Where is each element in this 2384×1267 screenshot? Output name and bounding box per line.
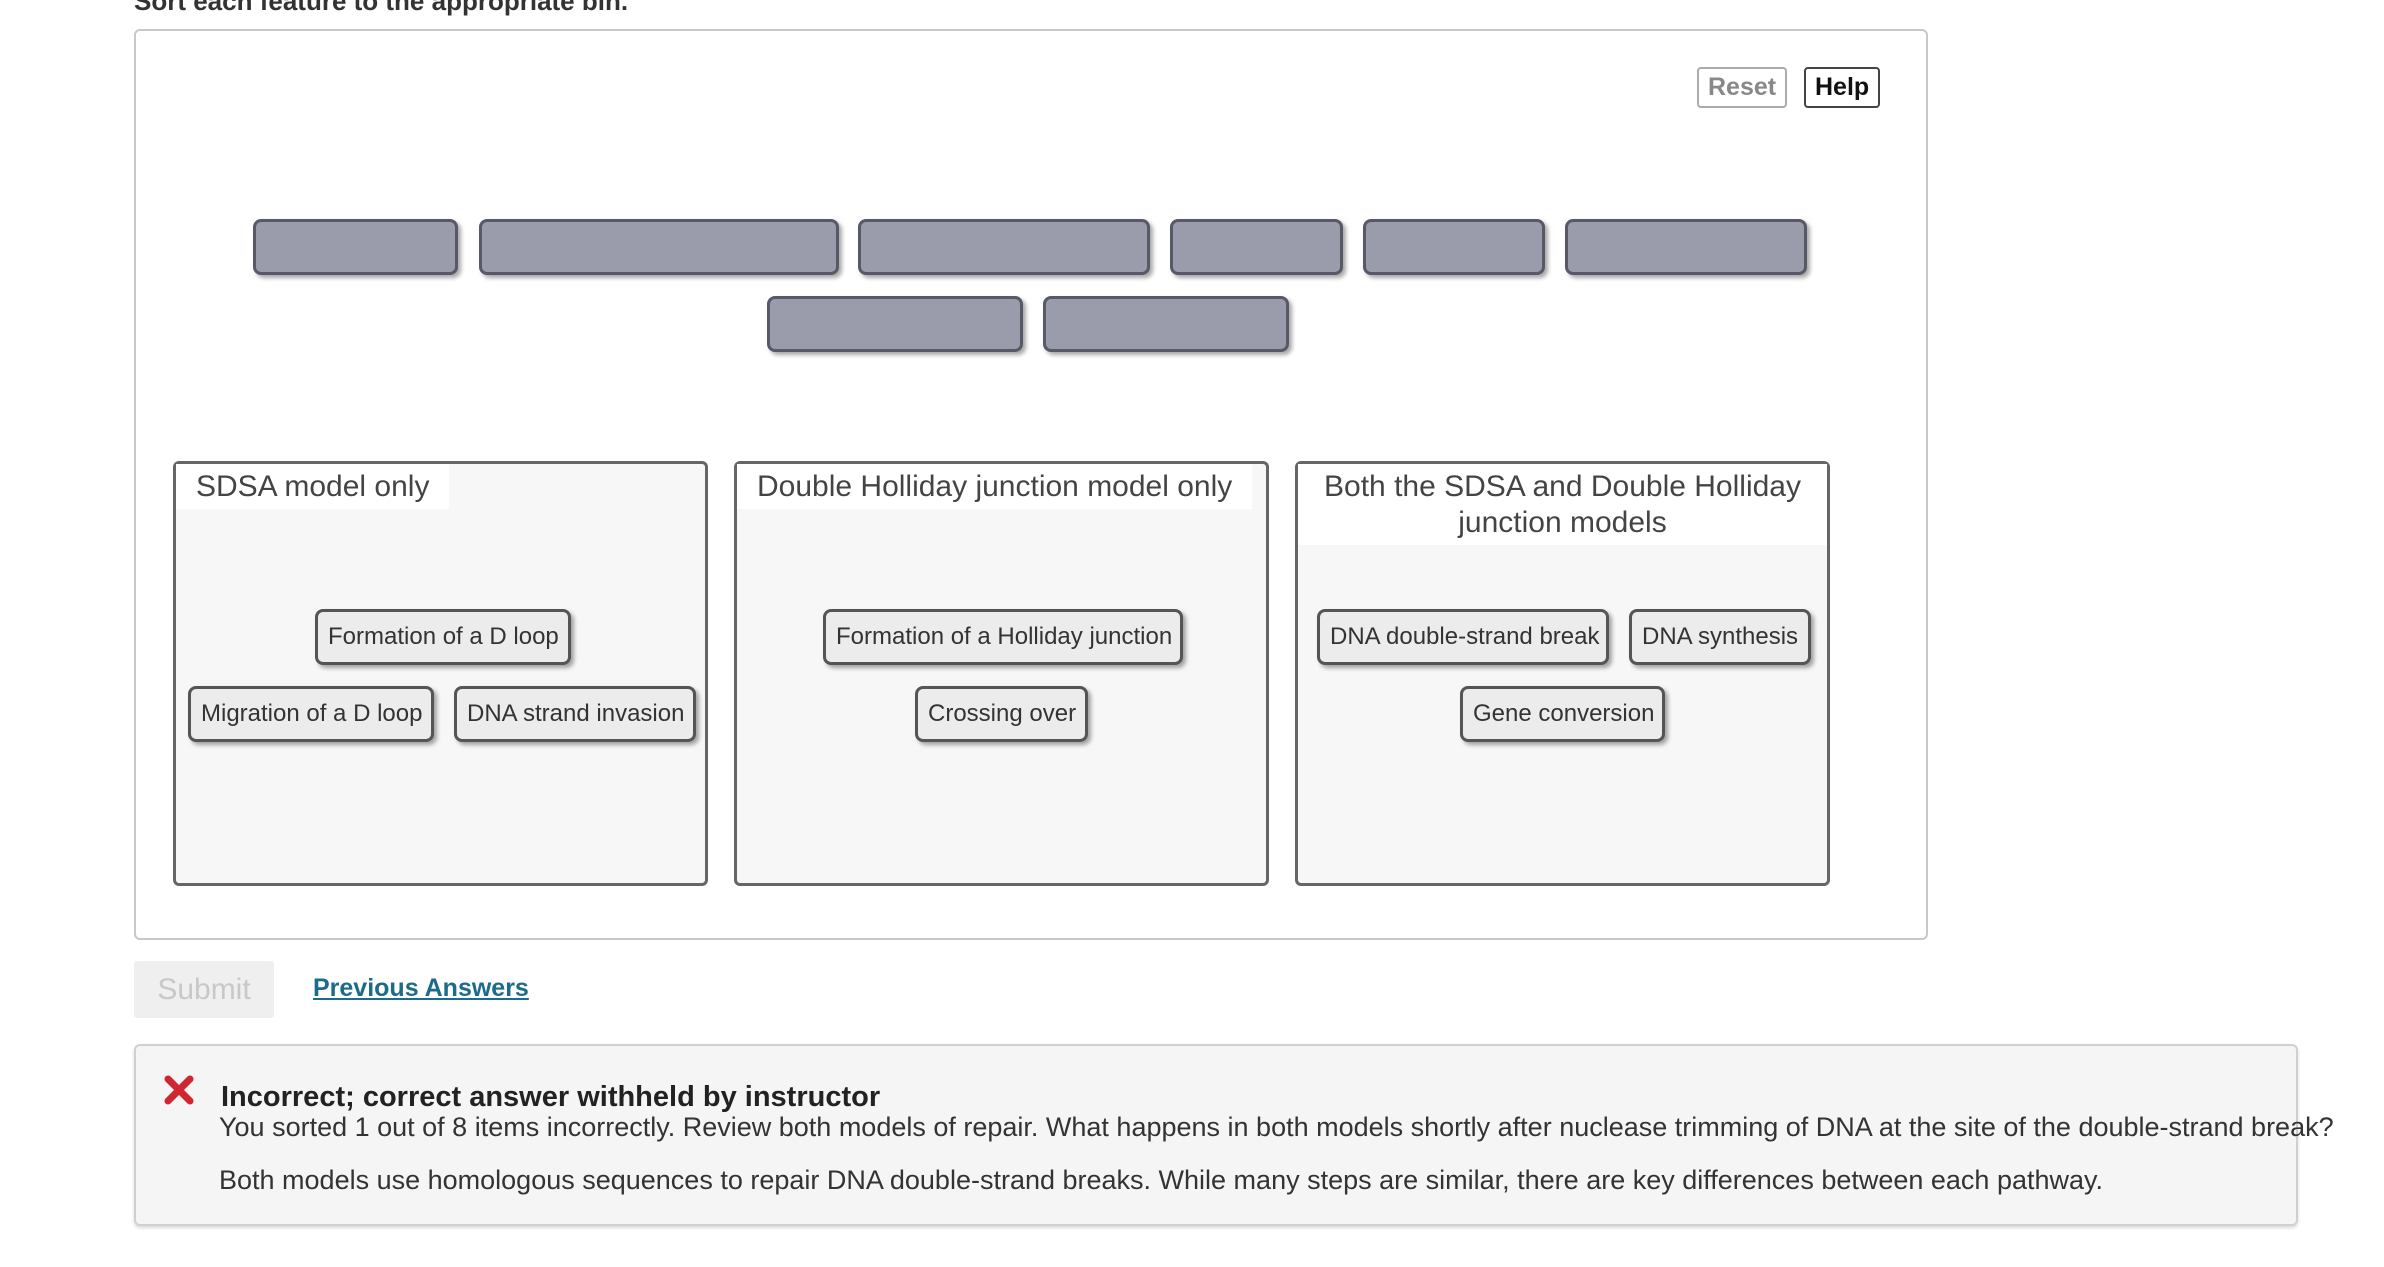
empty-slot	[1170, 219, 1343, 275]
draggable-item[interactable]: Crossing over	[915, 686, 1088, 742]
empty-slot	[858, 219, 1150, 275]
bin-title: Both the SDSA and Double Holliday juncti…	[1298, 464, 1827, 545]
draggable-item[interactable]: Gene conversion	[1460, 686, 1665, 742]
sorting-widget: Reset Help SDSA model only Formation of …	[134, 29, 1928, 940]
empty-slot	[1565, 219, 1807, 275]
x-icon	[164, 1075, 194, 1105]
previous-answers-link[interactable]: Previous Answers	[313, 974, 529, 1002]
feedback-hint: Both models use homologous sequences to …	[219, 1165, 2104, 1195]
bin-title: SDSA model only	[176, 464, 450, 509]
draggable-item[interactable]: Migration of a D loop	[188, 686, 434, 742]
draggable-item[interactable]: DNA synthesis	[1629, 609, 1811, 665]
help-button[interactable]: Help	[1804, 67, 1881, 108]
empty-slot	[1363, 219, 1545, 275]
feedback-message: You sorted 1 out of 8 items incorrectly.…	[219, 1112, 2334, 1142]
draggable-item[interactable]: Formation of a Holliday junction	[823, 609, 1183, 665]
instructions-text: Sort each feature to the appropriate bin…	[134, 0, 629, 16]
feedback-title: Incorrect; correct answer withheld by in…	[221, 1081, 881, 1113]
bin-sdsa-only[interactable]: SDSA model only Formation of a D loop Mi…	[173, 461, 708, 886]
empty-slot	[479, 219, 839, 275]
bin-title: Double Holliday junction model only	[737, 464, 1253, 509]
draggable-item[interactable]: DNA double-strand break	[1317, 609, 1609, 665]
empty-slot	[767, 296, 1023, 352]
submit-button[interactable]: Submit	[134, 961, 274, 1018]
feedback-panel: Incorrect; correct answer withheld by in…	[134, 1044, 2334, 1226]
bin-both-models[interactable]: Both the SDSA and Double Holliday juncti…	[1295, 461, 1830, 886]
reset-button[interactable]: Reset	[1697, 67, 1788, 108]
draggable-item[interactable]: DNA strand invasion	[454, 686, 696, 742]
empty-slot	[1043, 296, 1289, 352]
bin-double-holliday-only[interactable]: Double Holliday junction model only Form…	[734, 461, 1269, 886]
empty-slot	[253, 219, 458, 275]
draggable-item[interactable]: Formation of a D loop	[315, 609, 571, 665]
